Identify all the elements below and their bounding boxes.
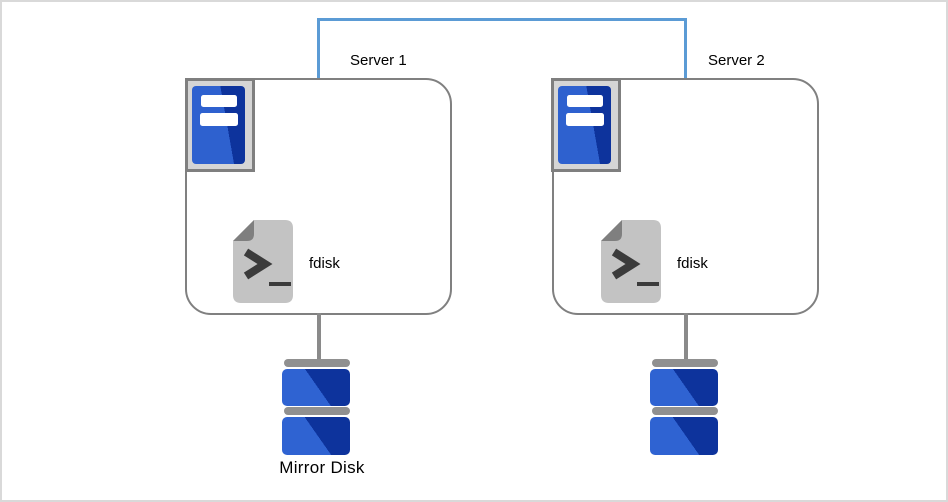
disk-stack-icon <box>650 357 720 457</box>
server-tower-icon <box>185 78 255 172</box>
heartbeat-link-right-drop <box>684 18 687 79</box>
server2-disk-link <box>684 313 688 359</box>
server-tower-body <box>192 86 245 164</box>
heartbeat-link-left-drop <box>317 18 320 79</box>
disk-platter <box>650 369 718 406</box>
fdisk-label-server1: fdisk <box>309 255 340 272</box>
server-drive-slot <box>567 95 603 107</box>
server-drive-slot <box>566 113 604 126</box>
mirror-disk-label: Mirror Disk <box>279 458 365 477</box>
server1-disk-link <box>317 313 321 359</box>
server-tower-body <box>558 86 611 164</box>
server2-label: Server 2 <box>708 52 765 69</box>
terminal-script-file-icon <box>601 220 661 303</box>
disk-hub-bar <box>284 407 350 415</box>
fdisk-label-server2: fdisk <box>677 255 708 272</box>
server1-label: Server 1 <box>350 52 407 69</box>
disk-hub-bar <box>652 359 718 367</box>
server-tower-icon <box>551 78 621 172</box>
disk-platter <box>650 417 718 455</box>
server-drive-slot <box>201 95 237 107</box>
heartbeat-link-horizontal <box>317 18 687 21</box>
disk-hub-bar <box>652 407 718 415</box>
terminal-script-file-icon <box>233 220 293 303</box>
server-drive-slot <box>200 113 238 126</box>
disk-platter <box>282 417 350 455</box>
disk-hub-bar <box>284 359 350 367</box>
disk-stack-icon <box>282 357 352 457</box>
disk-platter <box>282 369 350 406</box>
